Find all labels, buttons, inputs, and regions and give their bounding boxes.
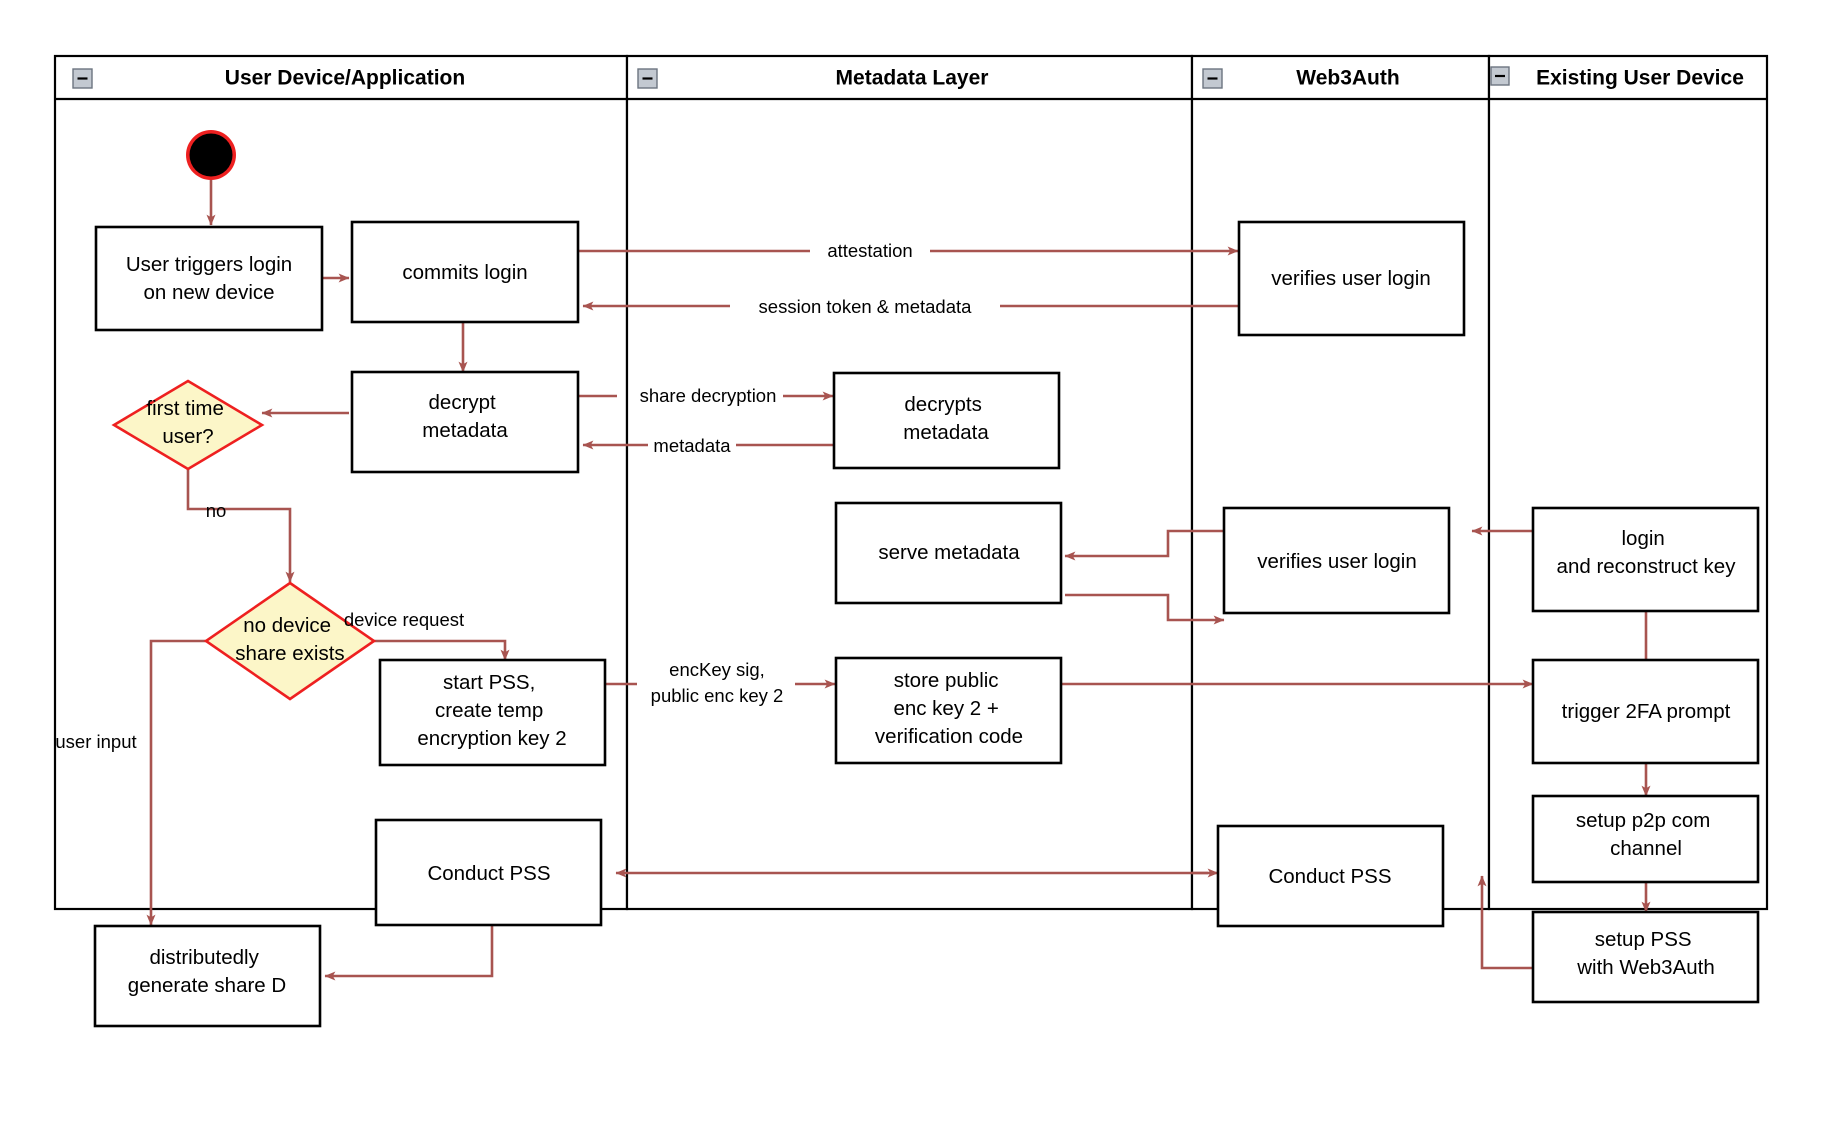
node-generate-share-d[interactable]: distributedly generate share D: [93, 924, 322, 1028]
lane-body-existing-device: [1487, 54, 1769, 911]
node-label-start-pss: start PSS, create temp encryption key 2: [417, 671, 566, 750]
lane-body-metadata: [625, 54, 1194, 911]
node-start-pss[interactable]: start PSS, create temp encryption key 2: [378, 658, 607, 767]
node-label-store-public-key: store public enc key 2 + verification co…: [875, 669, 1023, 748]
lane-title-metadata: Metadata Layer: [836, 67, 989, 90]
node-conduct-pss-web3auth[interactable]: Conduct PSS: [1216, 824, 1445, 928]
edge-labels: attestation session token & metadata sha…: [55, 240, 972, 752]
node-no-device-share-exists[interactable]: no device share exists: [203, 581, 377, 701]
node-trigger-2fa-prompt[interactable]: trigger 2FA prompt: [1531, 658, 1760, 765]
node-start[interactable]: [186, 130, 236, 180]
node-decrypt-metadata[interactable]: decrypt metadata: [350, 370, 580, 474]
edge-label-no: no: [206, 500, 227, 521]
node-label-first-time-user: first time user?: [146, 397, 229, 448]
edge-conduct-pss-to-share-d: [324, 924, 494, 981]
swimlane-existing-device: Existing User Device: [1487, 54, 1769, 911]
node-setup-p2p-channel[interactable]: setup p2p com channel: [1531, 794, 1760, 884]
node-login-reconstruct-key[interactable]: login and reconstruct key: [1531, 506, 1760, 613]
node-label-verifies-user-login-1: verifies user login: [1271, 267, 1431, 290]
node-label-decrypt-metadata: decrypt metadata: [422, 391, 508, 442]
edge-label-enckey-sig: encKey sig,: [669, 659, 765, 680]
node-first-time-user[interactable]: first time user?: [111, 379, 265, 471]
node-label-generate-share-d: distributedly generate share D: [128, 946, 286, 997]
node-label-setup-p2p-channel: setup p2p com channel: [1576, 809, 1716, 860]
node-conduct-pss-user[interactable]: Conduct PSS: [374, 818, 603, 927]
edge-label-user-input: user input: [55, 731, 136, 752]
node-setup-pss-web3auth[interactable]: setup PSS with Web3Auth: [1531, 910, 1760, 1004]
swimlane-web3auth: Web3Auth: [1190, 54, 1491, 911]
collapse-existing-device-icon[interactable]: [1490, 66, 1510, 86]
edge-verifies2-to-serve-metadata: [1064, 529, 1224, 561]
lane-title-web3auth: Web3Auth: [1296, 67, 1399, 90]
node-label-conduct-pss-web3auth: Conduct PSS: [1268, 865, 1391, 888]
node-label-commits-login: commits login: [402, 261, 527, 284]
collapse-web3auth-icon[interactable]: [1202, 68, 1223, 89]
edge-label-public-enc-key-2: public enc key 2: [651, 685, 784, 706]
collapse-user-device-icon[interactable]: [72, 68, 93, 89]
edge-label-attestation: attestation: [827, 240, 912, 261]
edge-label-metadata: metadata: [653, 435, 731, 456]
node-label-conduct-pss-user: Conduct PSS: [427, 862, 550, 885]
node-label-serve-metadata: serve metadata: [878, 541, 1020, 564]
lane-body-web3auth: [1190, 54, 1491, 911]
node-label-setup-pss-web3auth: setup PSS with Web3Auth: [1576, 928, 1715, 979]
node-store-public-key[interactable]: store public enc key 2 + verification co…: [834, 656, 1063, 765]
edge-user-input: [146, 639, 206, 926]
swimlane-user-device: User Device/Application: [53, 54, 629, 911]
edge-label-session-token: session token & metadata: [759, 296, 973, 317]
edge-no-to-no-device-share: [186, 467, 295, 583]
node-decrypts-metadata[interactable]: decrypts metadata: [832, 371, 1061, 470]
edge-device-request: [374, 639, 510, 661]
edge-label-share-decryption: share decryption: [640, 385, 777, 406]
node-verifies-user-login-1[interactable]: verifies user login: [1237, 220, 1466, 337]
node-verifies-user-login-2[interactable]: verifies user login: [1222, 506, 1451, 615]
node-serve-metadata[interactable]: serve metadata: [834, 501, 1063, 605]
node-label-login-reconstruct-key: login and reconstruct key: [1557, 527, 1737, 578]
node-label-no-device-share-exists: no device share exists: [235, 614, 344, 665]
lane-title-existing-device: Existing User Device: [1536, 67, 1744, 90]
swimlane-metadata: Metadata Layer: [625, 54, 1194, 911]
collapse-metadata-icon[interactable]: [637, 68, 658, 89]
edge-setup-pss-to-conduct-pss-w3a: [1477, 875, 1533, 970]
node-label-decrypts-metadata: decrypts metadata: [903, 393, 989, 444]
node-commits-login[interactable]: commits login: [350, 220, 580, 324]
lane-title-user-device: User Device/Application: [225, 67, 465, 90]
node-label-trigger-2fa-prompt: trigger 2FA prompt: [1562, 700, 1731, 723]
edge-label-device-request: device request: [344, 609, 464, 630]
lane-body-user-device: [53, 54, 629, 911]
node-label-verifies-user-login-2: verifies user login: [1257, 550, 1417, 573]
edge-serve-metadata-to-verifies2: [1065, 593, 1225, 625]
